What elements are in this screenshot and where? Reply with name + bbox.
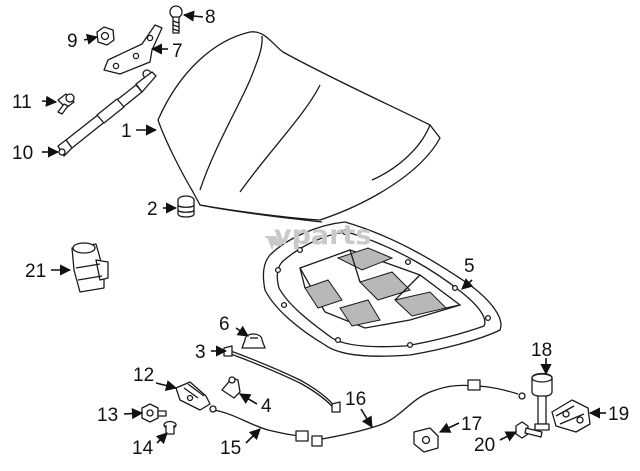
callout-4: 4	[261, 396, 272, 417]
release-cable-front	[209, 405, 309, 442]
callout-15: 15	[220, 438, 241, 459]
handle-bolt	[141, 403, 167, 423]
callout-19: 19	[608, 404, 629, 425]
callout-labels: 1 2 3 4 5 6 7 8 9 10 11 12 13 14 15 16 1…	[12, 7, 629, 459]
bumper-stop	[177, 195, 195, 218]
hood-panel	[157, 31, 441, 223]
callout-17: 17	[461, 414, 482, 435]
hinge-nut	[96, 26, 115, 46]
callout-13: 13	[97, 405, 118, 426]
hood-lock	[551, 399, 591, 433]
release-cable-rear	[311, 379, 526, 447]
watermark-text: vparts	[274, 220, 371, 251]
support-rod	[223, 345, 341, 413]
callout-6: 6	[219, 314, 230, 335]
callout-21: 21	[25, 261, 46, 282]
hood-switch	[71, 242, 109, 293]
watermark: vparts	[264, 220, 371, 251]
callout-10: 10	[12, 143, 33, 164]
hinge-bolt	[169, 5, 183, 34]
callout-12: 12	[133, 365, 154, 386]
callout-9: 9	[67, 31, 78, 52]
hood-gas-strut	[57, 71, 157, 157]
callout-8: 8	[205, 7, 216, 28]
cable-clip	[413, 427, 439, 453]
callout-18: 18	[531, 340, 552, 361]
callout-7: 7	[172, 41, 183, 62]
callout-20: 20	[474, 435, 495, 456]
ball-stud	[57, 93, 75, 115]
hood-latch	[531, 372, 553, 431]
retainer-clip	[241, 333, 266, 349]
handle-clip	[163, 420, 177, 435]
release-handle	[175, 381, 211, 411]
callout-11: 11	[12, 92, 32, 113]
callout-2: 2	[147, 199, 158, 220]
hood-inner-panel	[262, 221, 502, 357]
callout-16: 16	[345, 389, 366, 410]
callout-5: 5	[464, 256, 475, 277]
leader-arrows	[41, 10, 606, 445]
callout-1: 1	[121, 121, 132, 142]
callout-3: 3	[195, 342, 206, 363]
rod-clip	[221, 376, 241, 399]
callout-14: 14	[132, 438, 154, 459]
